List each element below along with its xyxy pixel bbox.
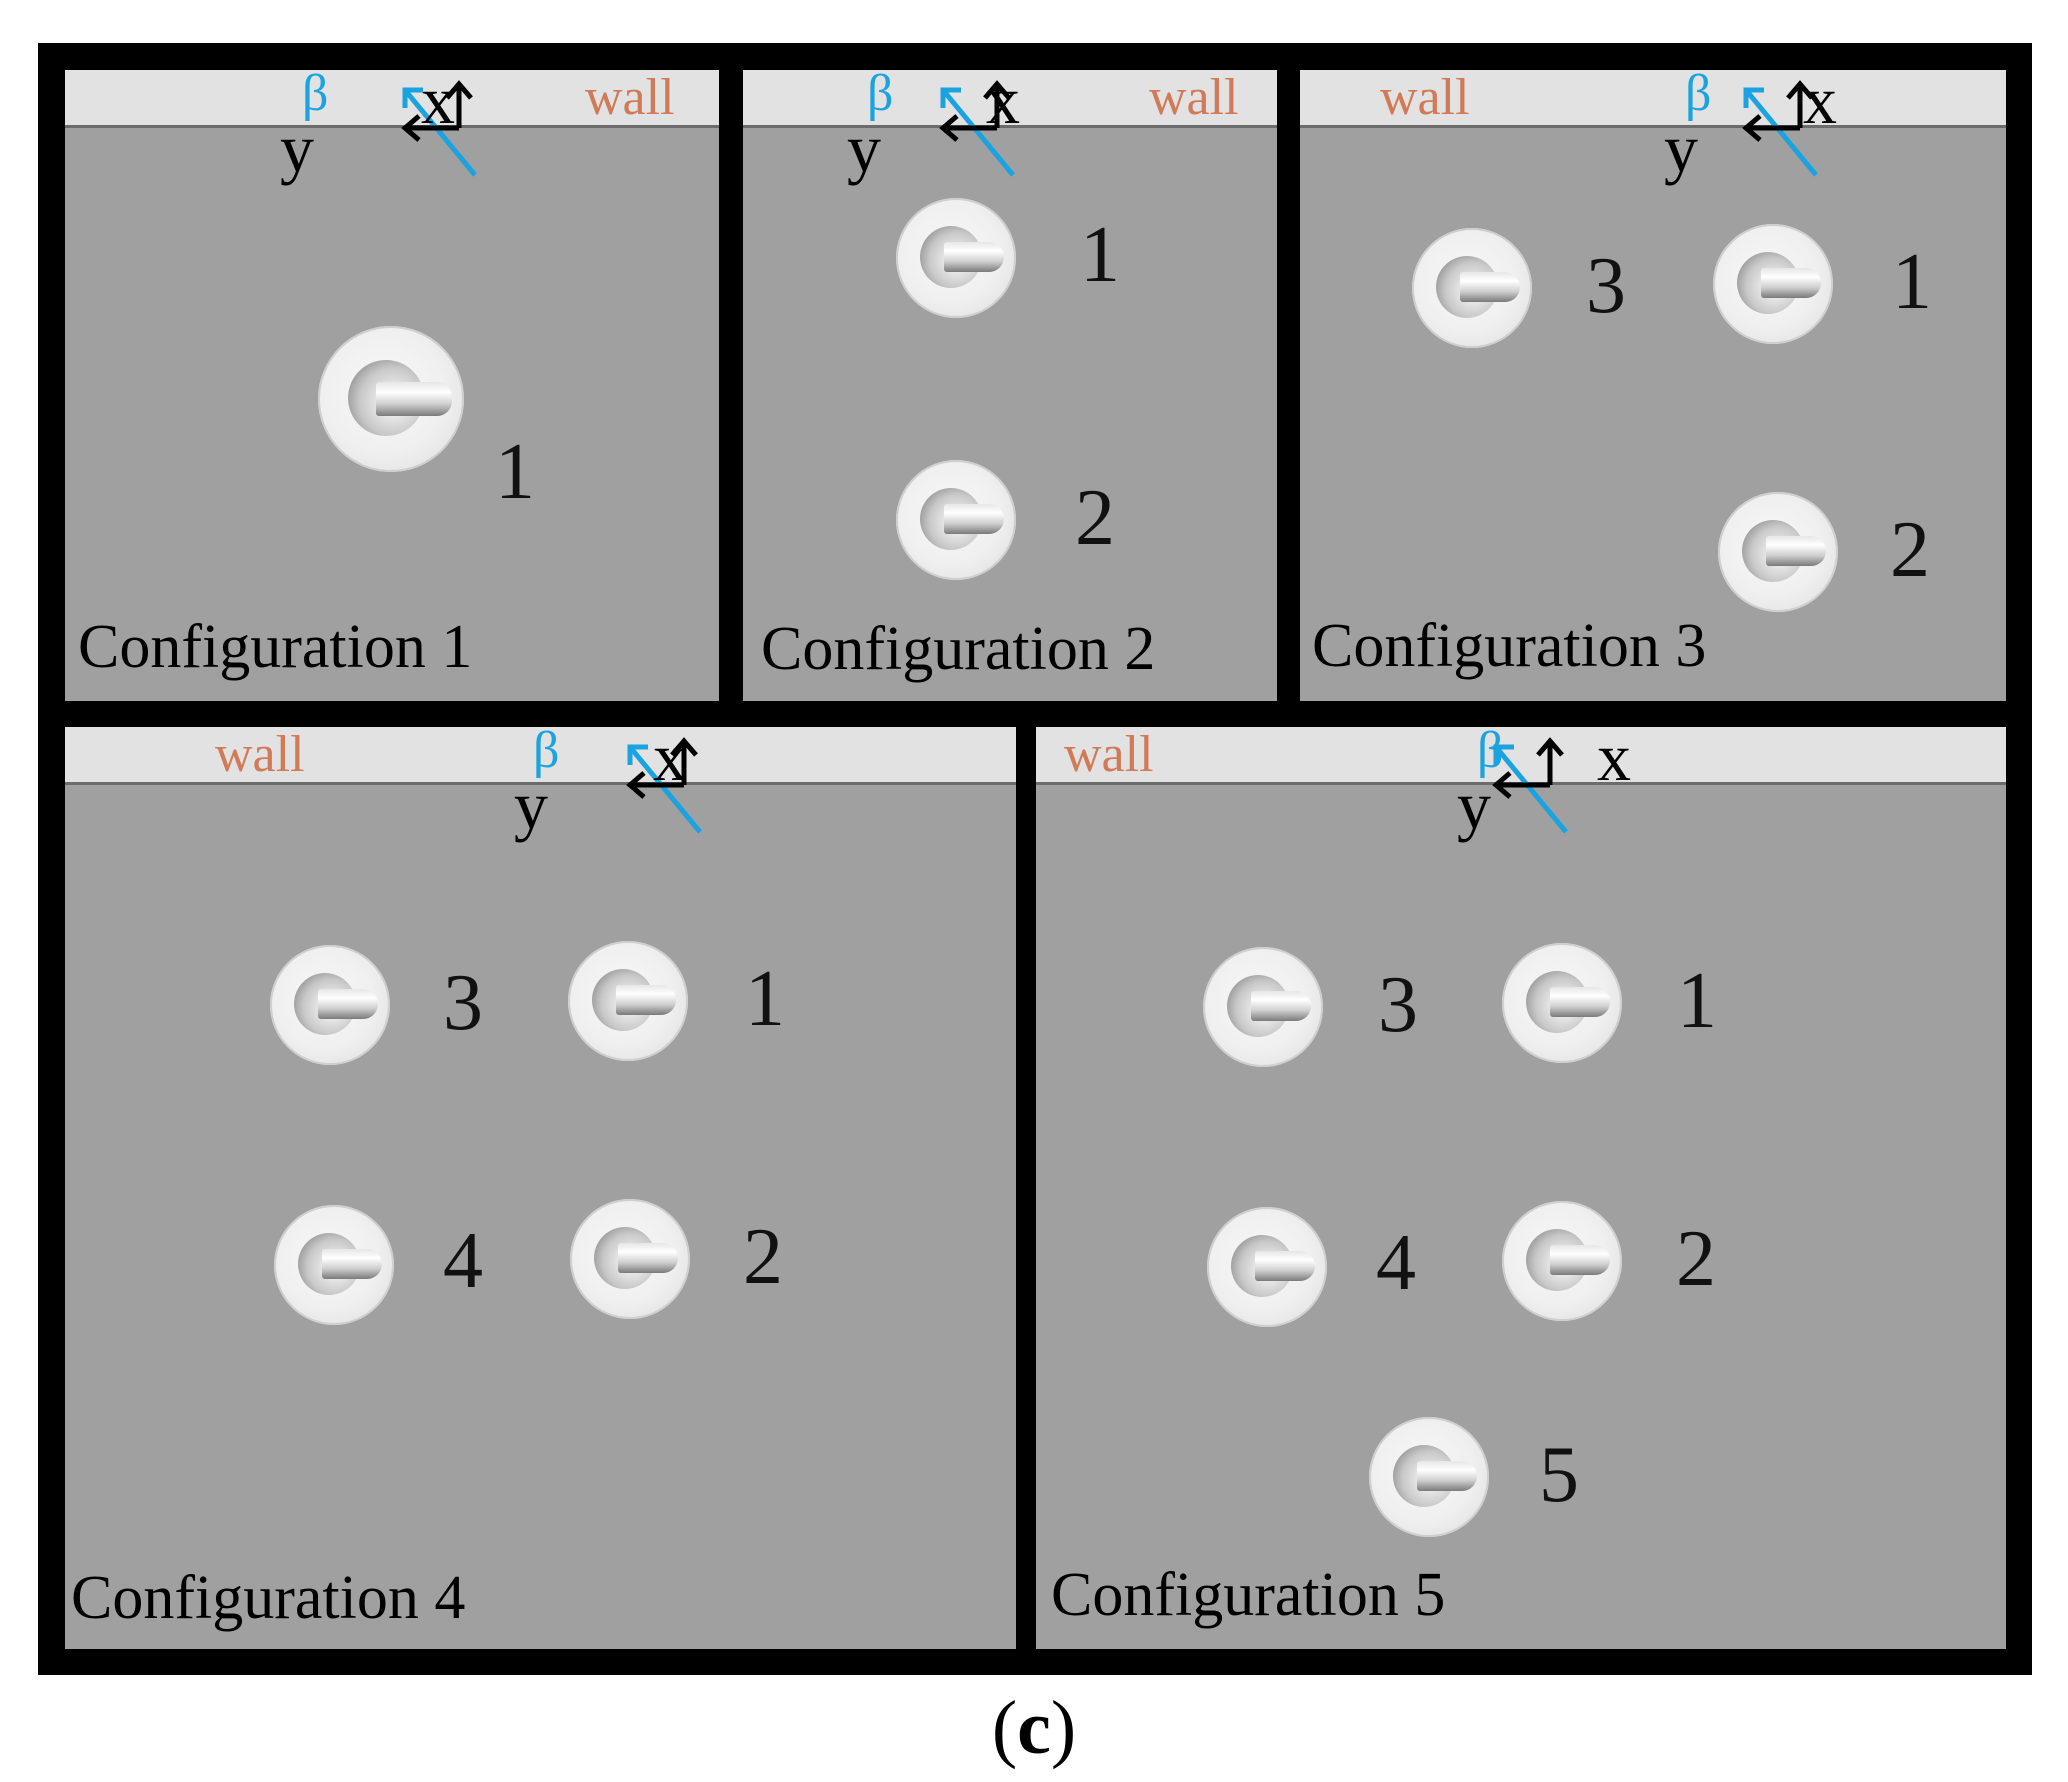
unit-number-2: 2 (1075, 474, 1115, 562)
unit-number-1: 1 (745, 955, 785, 1043)
unit-number-2: 2 (1676, 1215, 1716, 1303)
turbine-unit-icon (1412, 228, 1532, 348)
x-axis-label: x (653, 727, 687, 795)
x-axis-label: x (1597, 727, 1631, 795)
coordinate-axes-icon (939, 80, 1015, 177)
configuration-label: Configuration 3 (1312, 612, 1707, 680)
unit-number-2: 2 (743, 1213, 783, 1301)
x-axis-label: x (421, 70, 455, 138)
wall-label: wall (1149, 70, 1239, 126)
unit-number-4: 4 (443, 1217, 483, 1305)
turbine-unit-icon (568, 941, 688, 1061)
turbine-unit-icon (1502, 1201, 1622, 1321)
turbine-unit-icon (570, 1199, 690, 1319)
panel-configuration-2: wall β x y 1 2 Configuration 2 (743, 70, 1277, 701)
unit-number-3: 3 (1586, 242, 1626, 330)
x-axis-label: x (1803, 70, 1837, 138)
wall-strip (65, 70, 719, 128)
unit-number-1: 1 (1677, 957, 1717, 1045)
configuration-label: Configuration 2 (761, 615, 1156, 683)
unit-number-4: 4 (1376, 1219, 1416, 1307)
wall-label: wall (1380, 70, 1470, 126)
wall-strip (743, 70, 1277, 128)
turbine-unit-icon (270, 945, 390, 1065)
beta-label: β (867, 70, 894, 122)
coordinate-axes-icon (626, 737, 702, 834)
coordinate-axes-icon (1742, 80, 1818, 177)
configuration-label: Configuration 5 (1051, 1561, 1446, 1629)
configuration-label: Configuration 1 (78, 613, 473, 681)
y-axis-label: y (1664, 110, 1698, 186)
configuration-label: Configuration 4 (71, 1564, 466, 1632)
y-axis-label: y (1457, 767, 1491, 843)
unit-number-1: 1 (1080, 211, 1120, 299)
turbine-unit-icon (896, 198, 1016, 318)
unit-number-2: 2 (1890, 506, 1930, 594)
panel-configuration-5: wall β x y 1 2 3 4 5 Configuration 5 (1036, 727, 2006, 1649)
wall-label: wall (215, 727, 305, 783)
beta-label: β (533, 727, 560, 779)
beta-label: β (1685, 70, 1712, 122)
turbine-unit-icon (1207, 1207, 1327, 1327)
turbine-unit-icon (274, 1205, 394, 1325)
wall-label: wall (585, 70, 675, 126)
turbine-unit-icon (318, 326, 464, 472)
wall-strip (65, 727, 1016, 785)
turbine-unit-icon (1502, 943, 1622, 1063)
figure-caption: (c) (991, 1686, 1077, 1770)
unit-number-3: 3 (443, 959, 483, 1047)
turbine-unit-icon (1718, 492, 1838, 612)
turbine-unit-icon (896, 460, 1016, 580)
coordinate-axes-icon (1492, 737, 1568, 834)
coordinate-axes-icon (401, 80, 477, 177)
y-axis-label: y (847, 110, 881, 186)
y-axis-label: y (280, 110, 314, 186)
turbine-unit-icon (1713, 224, 1833, 344)
panel-configuration-4: wall β x y 1 2 3 4 Configuration 4 (65, 727, 1016, 1649)
wall-label: wall (1064, 727, 1154, 783)
panel-configuration-3: wall β x y 1 2 3 Configuration 3 (1300, 70, 2006, 701)
beta-label: β (302, 70, 329, 122)
unit-number-3: 3 (1378, 961, 1418, 1049)
wall-strip (1300, 70, 2006, 128)
unit-number-5: 5 (1539, 1431, 1579, 1519)
unit-number-1: 1 (1892, 238, 1932, 326)
turbine-unit-icon (1369, 1417, 1489, 1537)
panel-configuration-1: wall β x y 1 Configuration 1 (65, 70, 719, 701)
beta-label: β (1477, 727, 1504, 779)
unit-number-1: 1 (495, 428, 535, 516)
x-axis-label: x (986, 70, 1020, 138)
turbine-unit-icon (1203, 947, 1323, 1067)
y-axis-label: y (514, 767, 548, 843)
